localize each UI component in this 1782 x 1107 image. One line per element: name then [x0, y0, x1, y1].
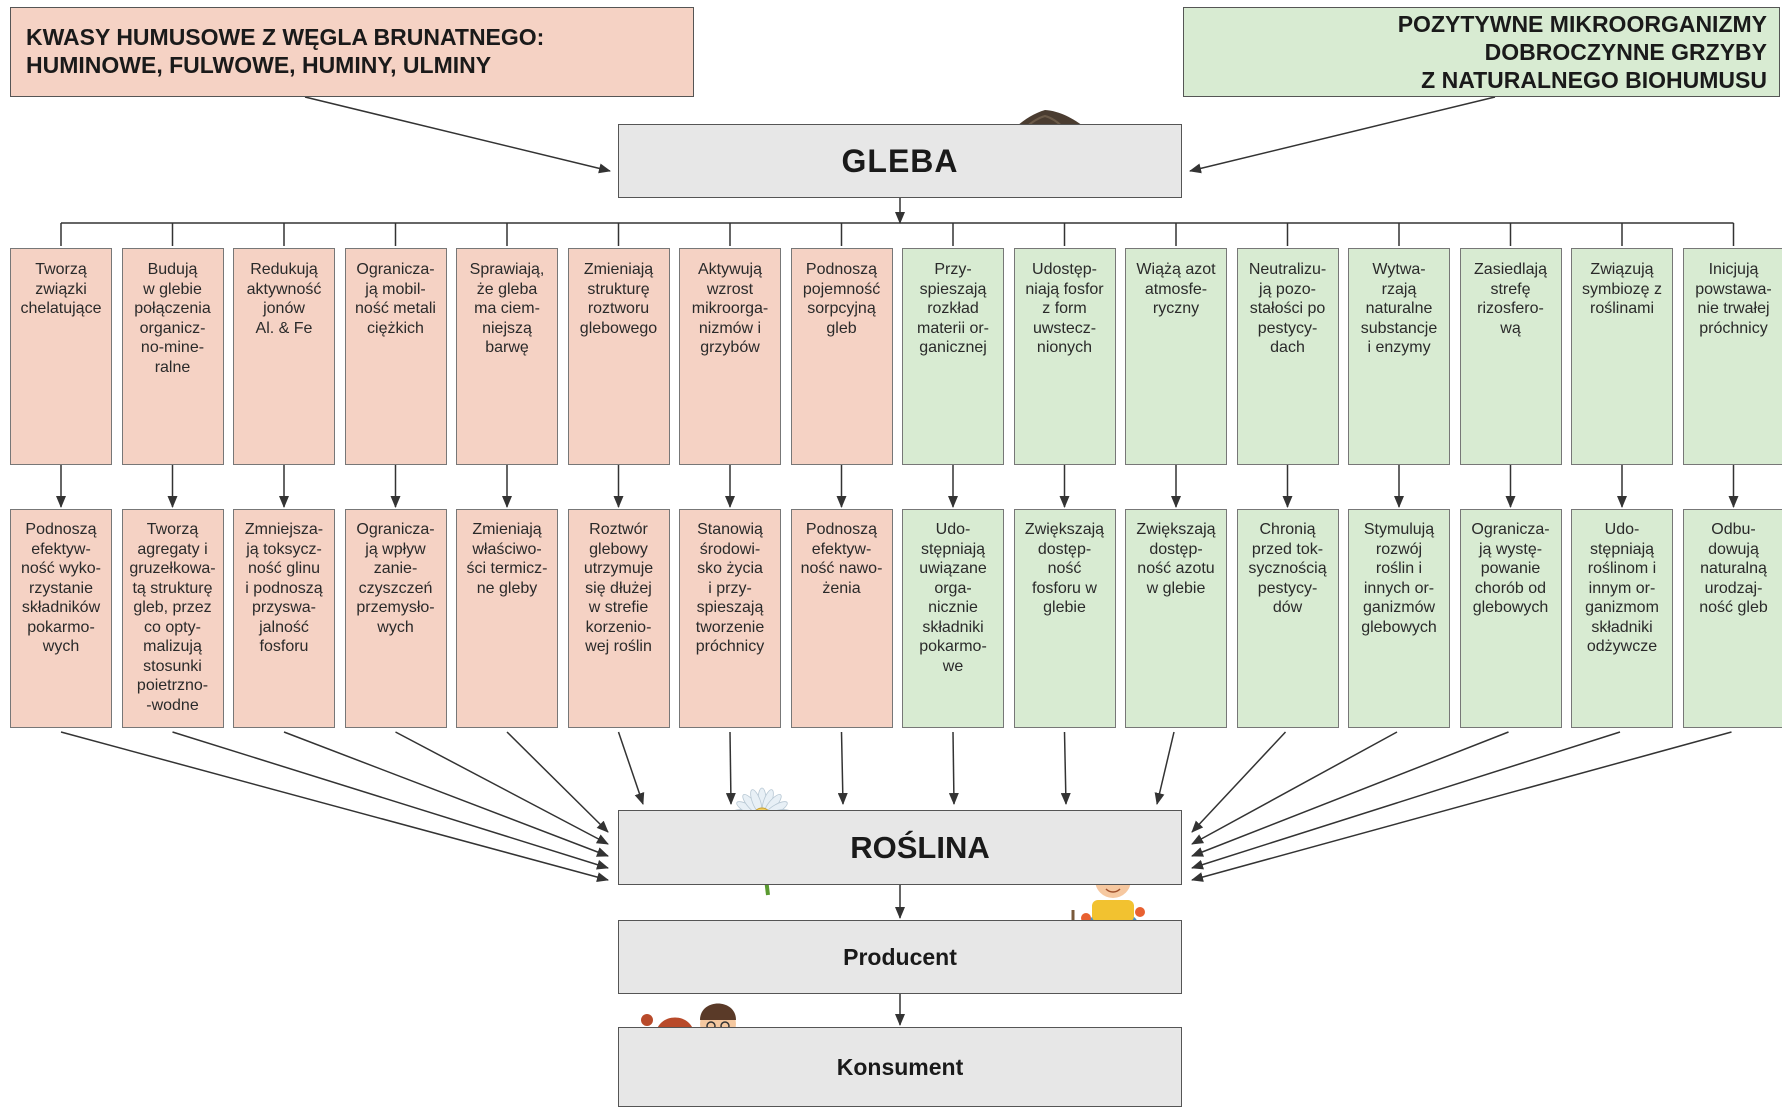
action-box: Inicjują powstawa- nie trwałej próchnicy	[1683, 248, 1782, 465]
effect-roslina-arrow	[953, 732, 954, 804]
effect-box: Zwiększają dostęp- ność azotu w glebie	[1125, 509, 1227, 728]
effect-roslina-arrow	[842, 732, 844, 804]
effect-box: Zwiększają dostęp- ność fosforu w glebie	[1014, 509, 1116, 728]
arrow-left-source	[305, 97, 610, 171]
action-box: Związują symbiozę z roślinami	[1571, 248, 1673, 465]
effect-box: Stanowią środowi- sko życia i przy- spie…	[679, 509, 781, 728]
action-box: Podnoszą pojemność sorpcyjną gleb	[791, 248, 893, 465]
effect-roslina-arrow	[619, 732, 644, 804]
effect-box: Zmieniają właściwo- ści termicz- ne gleb…	[456, 509, 558, 728]
source-box-humic-acids: KWASY HUMUSOWE Z WĘGLA BRUNATNEGO: HUMIN…	[10, 7, 694, 97]
action-box: Budują w glebie połączenia organicz- no-…	[122, 248, 224, 465]
effect-box: Chronią przed tok- sycznością pestycy- d…	[1237, 509, 1339, 728]
konsument-box: Konsument	[618, 1027, 1182, 1107]
effect-box: Ogranicza- ją wystę- powanie chorób od g…	[1460, 509, 1562, 728]
roslina-box: ROŚLINA	[618, 810, 1182, 885]
source-right-line1: POZYTYWNE MIKROORGANIZMY	[1184, 10, 1767, 38]
effect-box: Udo- stępniają uwiązane orga- nicznie sk…	[902, 509, 1004, 728]
source-left-line2: HUMINOWE, FULWOWE, HUMINY, ULMINY	[26, 51, 693, 79]
effect-roslina-arrow	[730, 732, 731, 804]
konsument-label: Konsument	[837, 1054, 964, 1081]
effect-roslina-arrow	[1157, 732, 1174, 804]
effect-box: Roztwór glebowy utrzymuje się dłużej w s…	[568, 509, 670, 728]
effect-roslina-arrow	[1192, 732, 1732, 880]
effect-box: Podnoszą efektyw- ność nawo- żenia	[791, 509, 893, 728]
gleba-box: GLEBA	[618, 124, 1182, 198]
effect-box: Odbu- dowują naturalną urodzaj- ność gle…	[1683, 509, 1782, 728]
action-box: Wytwa- rzają naturalne substancje i enzy…	[1348, 248, 1450, 465]
effect-roslina-arrow	[1192, 732, 1620, 868]
action-box: Redukują aktywność jonów Al. & Fe	[233, 248, 335, 465]
effect-box: Stymulują rozwój roślin i innych or- gan…	[1348, 509, 1450, 728]
effect-roslina-arrow	[284, 732, 608, 856]
action-box: Przy- spieszają rozkład materii or- gani…	[902, 248, 1004, 465]
action-box: Zasiedlają strefę rizosfero- wą	[1460, 248, 1562, 465]
action-box: Aktywują wzrost mikroorga- nizmów i grzy…	[679, 248, 781, 465]
effect-box: Tworzą agregaty i gruzełkowa- tą struktu…	[122, 509, 224, 728]
effect-roslina-arrow	[173, 732, 609, 868]
effect-roslina-arrow	[396, 732, 609, 844]
source-box-microorganisms: POZYTYWNE MIKROORGANIZMY DOBROCZYNNE GRZ…	[1183, 7, 1780, 97]
gleba-label: GLEBA	[842, 143, 959, 180]
effect-box: Udo- stępniają roślinom i innym or- gani…	[1571, 509, 1673, 728]
effect-roslina-arrow	[61, 732, 608, 880]
effect-roslina-arrow	[1192, 732, 1286, 832]
roslina-label: ROŚLINA	[850, 830, 990, 866]
source-left-line1: KWASY HUMUSOWE Z WĘGLA BRUNATNEGO:	[26, 23, 693, 51]
producent-label: Producent	[843, 944, 957, 971]
effect-roslina-arrow	[1065, 732, 1067, 804]
action-box: Sprawiają, że gleba ma ciem- niejszą bar…	[456, 248, 558, 465]
effect-box: Ogranicza- ją wpływ zanie- czyszczeń prz…	[345, 509, 447, 728]
action-box: Neutralizu- ją pozo- stałości po pestycy…	[1237, 248, 1339, 465]
action-box: Udostęp- niają fosfor z form uwstecz- ni…	[1014, 248, 1116, 465]
effect-box: Podnoszą efektyw- ność wyko- rzystanie s…	[10, 509, 112, 728]
action-box: Zmieniają strukturę roztworu glebowego	[568, 248, 670, 465]
action-box: Ogranicza- ją mobil- ność metali ciężkic…	[345, 248, 447, 465]
action-box: Wiążą azot atmosfe- ryczny	[1125, 248, 1227, 465]
source-right-line2: DOBROCZYNNE GRZYBY	[1184, 38, 1767, 66]
arrow-right-source	[1190, 97, 1495, 171]
effect-box: Zmniejsza- ją toksycz- ność glinu i podn…	[233, 509, 335, 728]
source-right-line3: Z NATURALNEGO BIOHUMUSU	[1184, 66, 1767, 94]
producent-box: Producent	[618, 920, 1182, 994]
action-box: Tworzą związki chelatujące	[10, 248, 112, 465]
effect-roslina-arrow	[1192, 732, 1509, 856]
